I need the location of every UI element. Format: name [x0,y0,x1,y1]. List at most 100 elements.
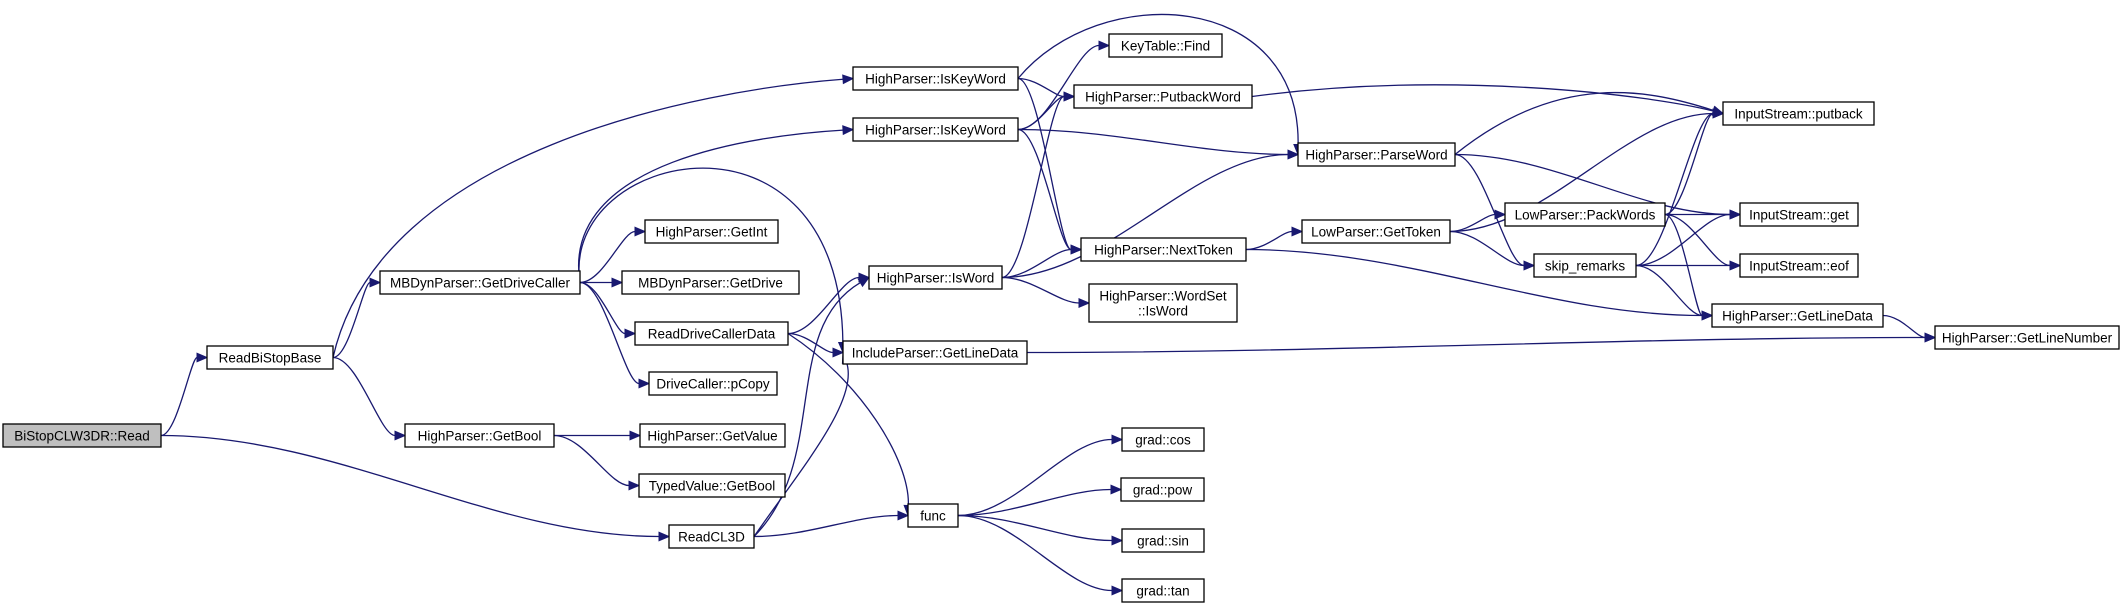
node-readcl3d[interactable]: ReadCL3D [668,524,755,549]
edge-line [1001,276,1080,304]
node-func[interactable]: func [907,503,959,528]
edge-func-to-gradsin [957,514,1124,546]
node-readdrivecallerdata[interactable]: ReadDriveCallerData [634,321,789,346]
edge-arrowhead [1111,535,1124,546]
edge-arrowhead [638,378,651,389]
edge-arrowhead [1070,244,1083,255]
node-eof[interactable]: InputStream::eof [1739,253,1859,278]
node-parseword[interactable]: HighParser::ParseWord [1297,142,1456,167]
edge-readdrivecallerdata-to-includegetlinedata [787,332,845,358]
edge-packwords-to-putback [1664,108,1725,216]
node-getdrivecaller[interactable]: MBDynParser::GetDriveCaller [379,270,581,295]
node-box [1108,33,1223,58]
edge-line [787,332,910,506]
node-label: KeyTable::Find [1121,38,1210,53]
node-label: HighParser::IsKeyWord [865,122,1006,137]
node-box [1121,578,1205,603]
node-root[interactable]: BiStopCLW3DR::Read [2,423,162,448]
edge-arrowhead [1063,91,1076,102]
node-gradcos[interactable]: grad::cos [1121,427,1205,452]
node-gradtan[interactable]: grad::tan [1121,578,1205,603]
node-box [1739,202,1859,227]
edge-nexttoken-to-highgetlinedata [1245,248,1714,321]
node-box [1120,477,1205,502]
edge-line [957,514,1113,592]
edge-getbool-to-typedgetbool [553,434,641,491]
edge-arrowhead [1111,585,1124,596]
edge-isword-to-nexttoken [1001,244,1083,279]
edge-line [753,361,849,537]
node-box [206,345,334,370]
node-label: HighParser::NextToken [1094,242,1233,257]
node-gradsin[interactable]: grad::sin [1121,528,1205,553]
node-get[interactable]: InputStream::get [1739,202,1859,227]
node-box [1073,84,1253,109]
edge-skipremarks-to-highgetlinedata [1635,264,1714,321]
edge-line [1001,95,1065,279]
edge-arrowhead [842,74,855,85]
node-label: BiStopCLW3DR::Read [14,428,150,443]
node-gradpow[interactable]: grad::pow [1120,477,1205,502]
node-highgetlinedata[interactable]: HighParser::GetLineData [1711,303,1884,328]
edge-arrowhead [1924,332,1937,343]
node-box [1121,427,1205,452]
node-readbistopbase[interactable]: ReadBiStopBase [206,345,334,370]
node-label: grad::pow [1133,482,1193,497]
node-packwords[interactable]: LowParser::PackWords [1504,202,1666,227]
edge-line [1454,153,1731,216]
node-label: grad::cos [1135,432,1191,447]
node-box [1301,219,1451,244]
node-box [1711,303,1884,328]
edge-line [1454,153,1525,267]
node-label: ReadCL3D [678,529,745,544]
edge-line [1245,230,1293,251]
node-box [1739,253,1859,278]
node-box [404,423,555,448]
node-box [1722,101,1875,126]
node-includegetlinedata[interactable]: IncludeParser::GetLineData [842,340,1028,365]
node-label: HighParser::WordSet [1099,288,1227,303]
node-getlinenumber[interactable]: HighParser::GetLineNumber [1934,325,2120,350]
node-getint[interactable]: HighParser::GetInt [644,219,779,244]
edge-isword-to-putbackword [1001,91,1076,279]
node-keytablefind[interactable]: KeyTable::Find [1108,33,1223,58]
node-pcopy[interactable]: DriveCaller::pCopy [648,371,778,396]
node-isword[interactable]: HighParser::IsWord [868,265,1003,290]
node-box [842,340,1028,365]
node-box [1297,142,1456,167]
node-label: HighParser::ParseWord [1305,147,1447,162]
node-nexttoken[interactable]: HighParser::NextToken [1080,237,1247,262]
edge-arrowhead [634,226,647,237]
node-gettoken[interactable]: LowParser::GetToken [1301,219,1451,244]
node-iskeyword1[interactable]: HighParser::IsKeyWord [852,66,1019,91]
node-box [644,219,779,244]
edge-readcl3d-to-func [753,510,910,538]
node-label: MBDynParser::GetDrive [638,275,783,290]
node-getvalue[interactable]: HighParser::GetValue [639,423,786,448]
node-label: InputStream::eof [1749,258,1849,273]
edge-func-to-gradtan [957,514,1124,596]
node-getbool[interactable]: HighParser::GetBool [404,423,555,448]
edge-line [1635,112,1714,267]
node-box [868,265,1003,290]
node-putbackword[interactable]: HighParser::PutbackWord [1073,84,1253,109]
edge-readdrivecallerdata-to-isword [787,272,871,335]
edge-line [160,356,198,437]
node-skipremarks[interactable]: skip_remarks [1533,253,1637,278]
node-getdrive[interactable]: MBDynParser::GetDrive [621,270,800,295]
edge-line [1017,77,1065,98]
node-label: TypedValue::GetBool [649,478,776,493]
edge-func-to-gradpow [957,484,1123,517]
node-wordsetisword[interactable]: HighParser::WordSet::IsWord [1088,283,1238,323]
edge-line [579,281,640,385]
edge-arrowhead [629,430,642,441]
node-iskeyword2[interactable]: HighParser::IsKeyWord [852,117,1019,142]
edge-skipremarks-to-putback [1635,108,1725,267]
edge-packwords-to-eof [1664,213,1742,271]
node-putback[interactable]: InputStream::putback [1722,101,1875,126]
node-typedgetbool[interactable]: TypedValue::GetBool [638,473,786,498]
edge-putbackword-to-putback [1251,84,1725,116]
edge-arrowhead [842,125,855,136]
edge-line [957,488,1112,517]
